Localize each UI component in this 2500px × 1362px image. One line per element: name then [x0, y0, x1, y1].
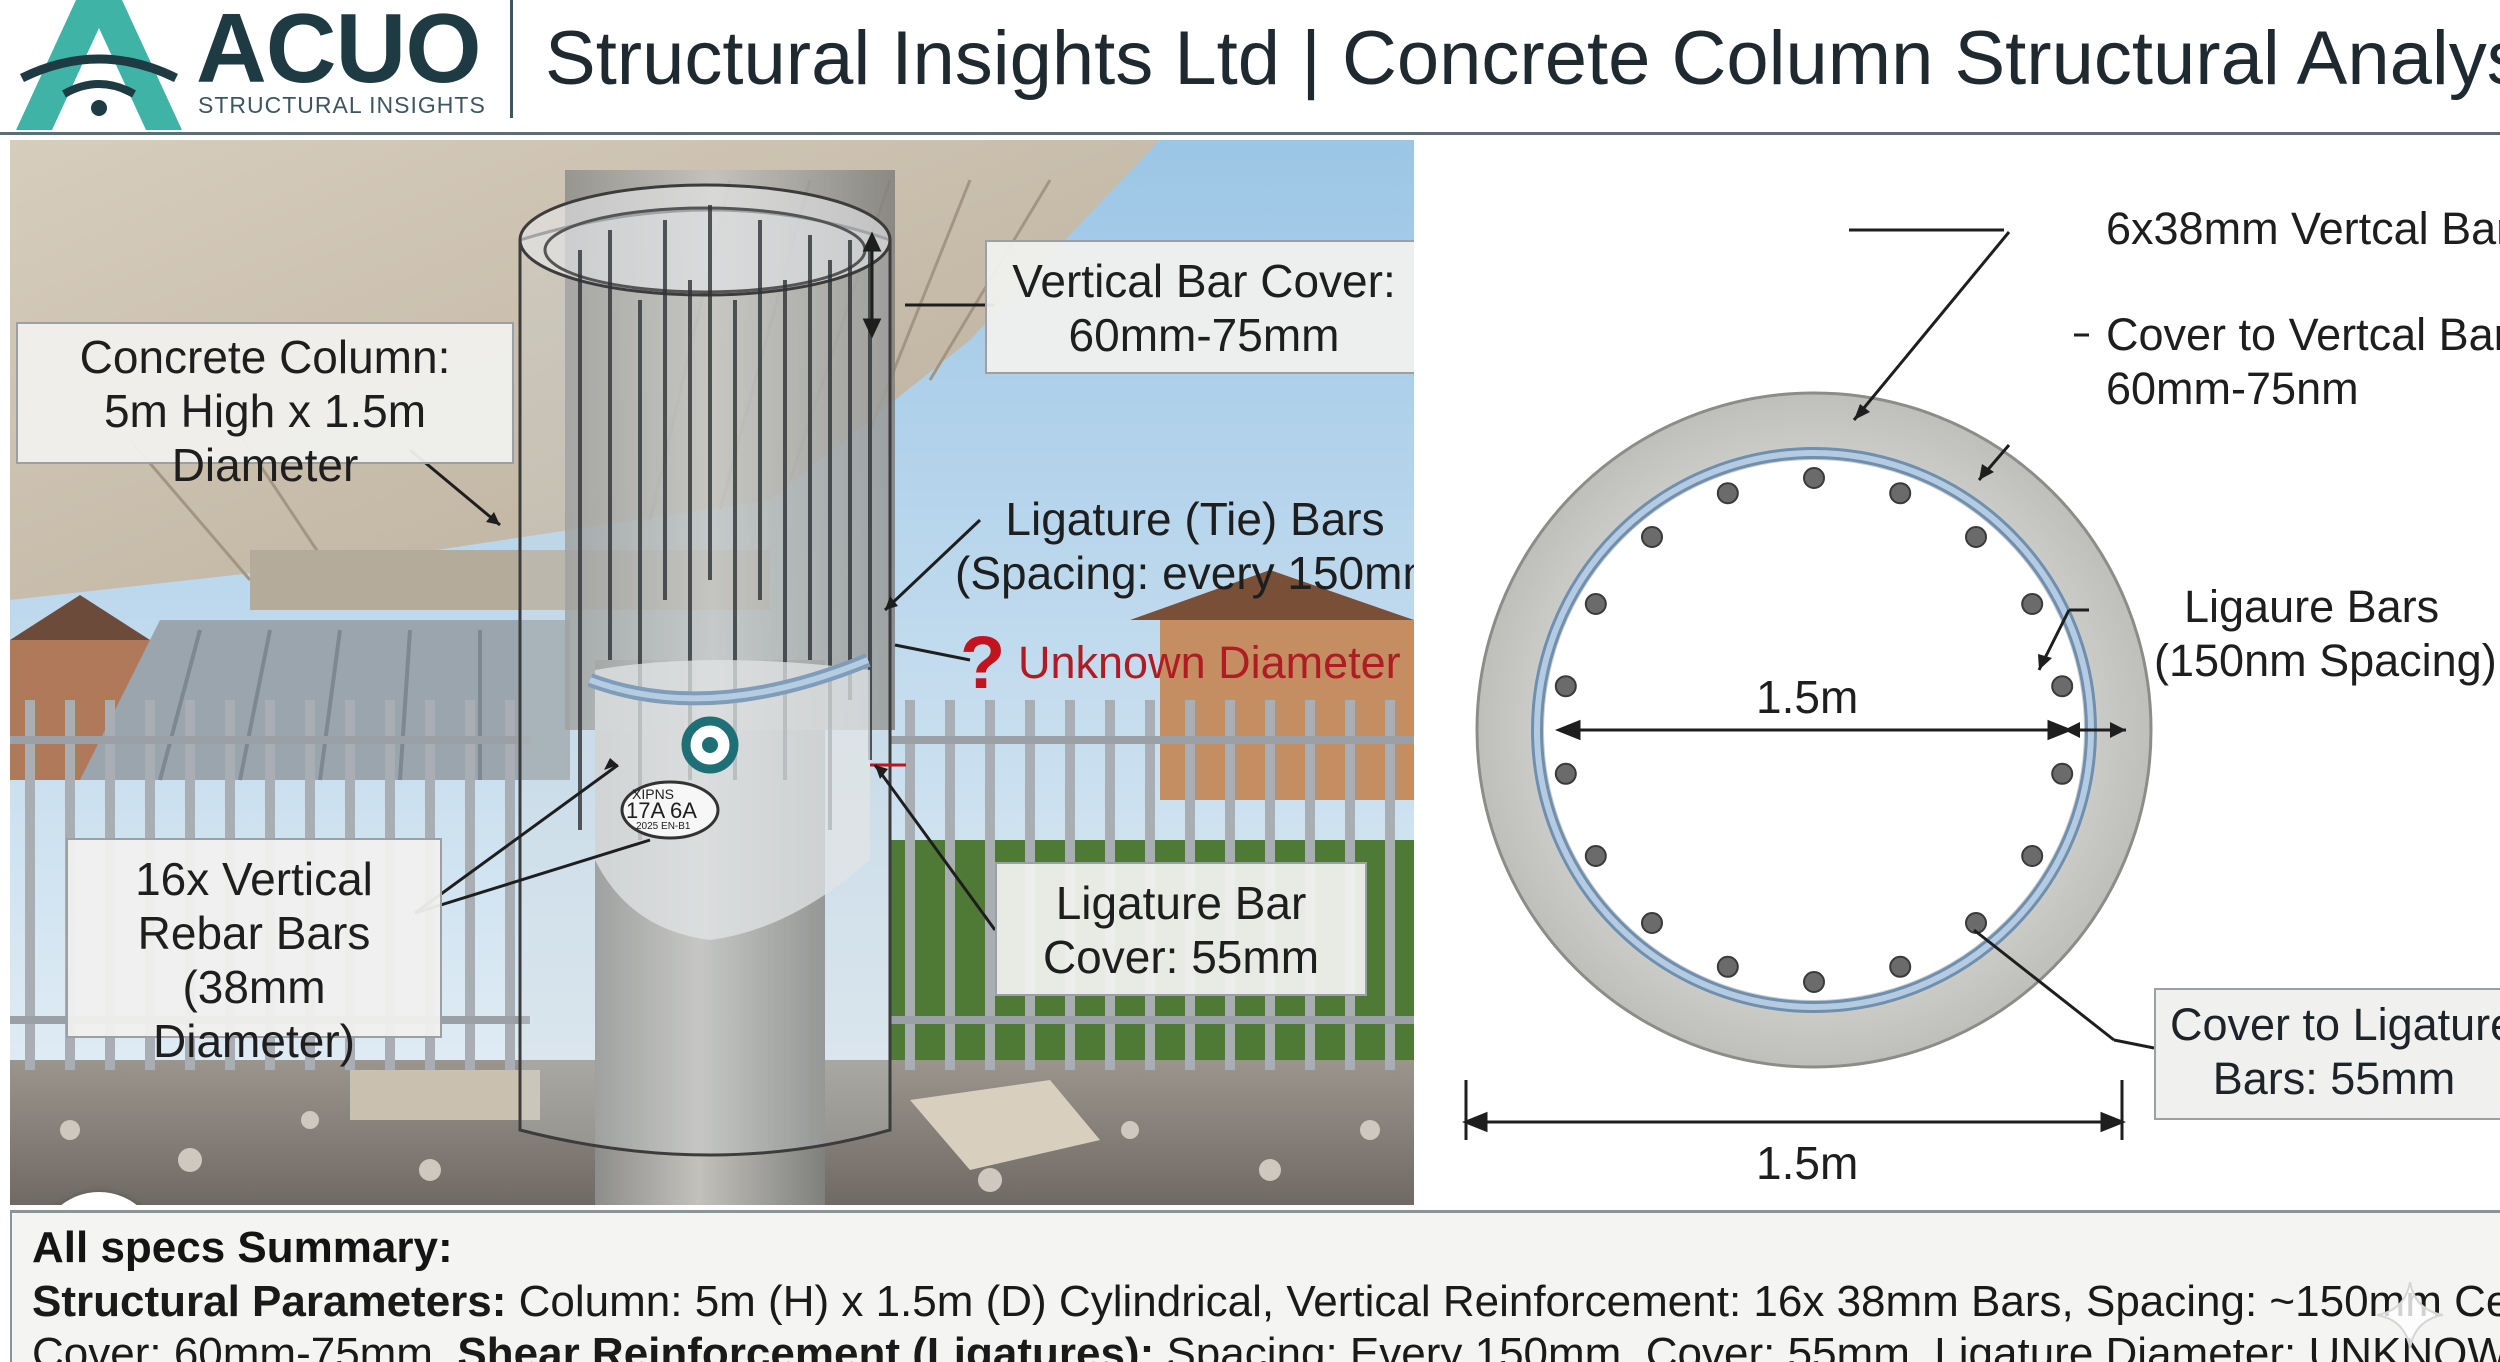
concrete-column-dimensions: 5m High x 1.5m Diameter — [103, 385, 427, 491]
rebar-dot — [1716, 482, 1739, 505]
vertical-bar-cover-label: Vertical Bar Cover: — [1012, 255, 1396, 307]
column-tag-top: XIPNS — [632, 786, 675, 802]
cover-ligature-callout: Cover to Ligature Bars: 55mm — [2154, 988, 2500, 1120]
ligature-bars-label: Ligature (Tie) Bars (Spacing: every 150m… — [955, 492, 1414, 600]
rebar-type-label: Rebar Bars — [137, 907, 371, 959]
summary-shear-text: Spacing: Every 150mm, Cover: 55mm, Ligat… — [1154, 1329, 2500, 1362]
cover-ligature-value: Bars: 55mm — [2212, 1053, 2456, 1104]
inner-diameter-label: 1.5m — [1756, 671, 1859, 723]
cover-vertical-bars-value: 60mm-75nm — [2106, 363, 2359, 414]
rebar-dot — [1803, 971, 1825, 993]
summary-shear-line: Cover: 60mm-75mm, Shear Reinforcement (L… — [32, 1329, 2500, 1362]
cover-ligature-label: Cover to Ligature — [2170, 999, 2500, 1050]
rebar-dot — [2021, 593, 2044, 615]
column-photo-illustration — [10, 140, 1414, 1205]
rebar-dot — [1716, 955, 1739, 978]
rebar-count-label: 16x Vertical — [135, 853, 373, 905]
rebar-dot — [1641, 912, 1663, 934]
ligature-bars-spacing: (Spacing: every 150mm) — [955, 547, 1414, 599]
brand-subtitle: STRUCTURAL INSIGHTS — [198, 92, 486, 118]
question-mark-icon: ? — [960, 621, 1006, 704]
specs-summary: All specs Summary: Structural Parameters… — [10, 1210, 2500, 1362]
column-tag-code: 17A 6A — [626, 798, 697, 823]
vertical-bar-cover-value: 60mm-75mm — [1068, 309, 1340, 361]
header: ACUO STRUCTURAL INSIGHTS Structural Insi… — [0, 0, 2500, 135]
rebar-dot — [1889, 955, 1912, 978]
ligature-cover-callout: Ligature Bar Cover: 55mm — [995, 862, 1367, 996]
rebar-dot — [2021, 845, 2044, 867]
summary-title: All specs Summary: — [32, 1223, 453, 1272]
cover-vertical-bars-label: Cover to Vertcal Bars — [2106, 309, 2500, 360]
rebar-bars-callout: 16x Vertical Rebar Bars (38mm Diameter) — [66, 838, 442, 1067]
summary-structural-text: Column: 5m (H) x 1.5m (D) Cylindrical, V… — [506, 1277, 2500, 1326]
concrete-column-callout: Concrete Column: 5m High x 1.5m Diameter — [16, 322, 514, 491]
vertical-bars-label: 6x38mm Vertcal Bars — [2106, 203, 2500, 254]
rebar-dots — [1554, 467, 2074, 993]
rebar-dot — [1554, 675, 1577, 698]
rebar-dot — [1554, 762, 1577, 785]
cross-section-panel: 6x38mm Vertcal Bars Cover to Vertcal Bar… — [1414, 140, 2500, 1205]
ligature-bars-section-label: Ligaure Bars — [2184, 581, 2440, 632]
page-title: Structural Insights Ltd | Concrete Colum… — [545, 16, 2500, 101]
vertical-bar-cover-callout: Vertical Bar Cover: 60mm-75mm — [985, 240, 1414, 374]
rebar-dot — [1584, 845, 1607, 867]
rebar-diameter-label: (38mm Diameter) — [153, 961, 355, 1067]
sparkle-icon — [2376, 1281, 2444, 1349]
summary-cover-text: Cover: 60mm-75mm, — [32, 1329, 458, 1362]
summary-structural-heading: Structural Parameters: — [32, 1277, 507, 1326]
summary-structural-line: Structural Parameters: Column: 5m (H) x … — [32, 1277, 2500, 1327]
summary-shear-heading: Shear Reinforcement (Ligatures): — [457, 1329, 1155, 1362]
brand-name: ACUO — [196, 0, 482, 103]
concrete-column-label: Concrete Column: — [79, 331, 451, 383]
cross-section-diagram — [1461, 228, 2155, 1140]
outer-diameter-label: 1.5m — [1756, 1137, 1859, 1189]
rebar-dot — [1803, 467, 1825, 489]
column-photo-panel: XIPNS 17A 6A 2025 EN-B1 Concrete Column:… — [10, 140, 1414, 1205]
unknown-diameter-label: Unknown Diameter — [1018, 637, 1401, 688]
ligature-cover-label: Ligature Bar — [1055, 877, 1307, 929]
rebar-dot — [2051, 762, 2074, 785]
column-tag-bottom: 2025 EN-B1 — [636, 821, 691, 832]
rebar-dot — [1889, 482, 1912, 505]
acuo-logo-icon — [16, 0, 182, 130]
rebar-dot — [2051, 675, 2074, 698]
rebar-dot — [1641, 526, 1663, 548]
rebar-dot — [1584, 593, 1607, 615]
header-divider — [510, 0, 513, 118]
ligature-cover-value: Cover: 55mm — [1042, 931, 1320, 983]
rebar-dot — [1965, 526, 1987, 548]
ligature-bars-title: Ligature (Tie) Bars — [1005, 493, 1385, 545]
ligature-spacing-section-label: (150nm Spacing) — [2154, 635, 2497, 686]
